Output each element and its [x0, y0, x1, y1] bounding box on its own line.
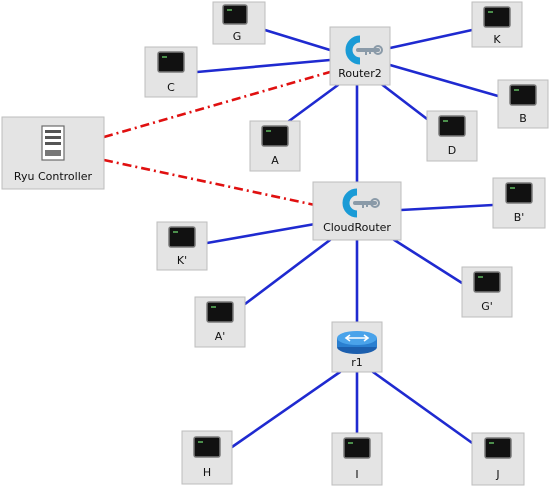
link-r1-j	[371, 370, 484, 452]
host-label: G'	[481, 300, 493, 313]
host-label: C	[167, 81, 175, 94]
terminal-host-icon	[157, 51, 185, 73]
host-g[interactable]: G	[212, 1, 266, 45]
terminal-host-icon	[473, 271, 501, 293]
link-router2-g	[263, 28, 332, 52]
link-router2-d	[378, 81, 433, 124]
host-j[interactable]: J	[471, 432, 525, 486]
host-label: G	[233, 30, 242, 43]
terminal-host-icon	[222, 4, 248, 25]
host-g-prime[interactable]: G'	[461, 266, 513, 318]
link-router2-c	[195, 58, 332, 74]
router-r1[interactable]: r1	[331, 321, 383, 373]
link-router2-k	[388, 28, 474, 50]
terminal-host-icon	[261, 125, 289, 147]
terminal-host-icon	[168, 226, 196, 248]
host-label: A	[271, 154, 279, 167]
host-label: J	[495, 468, 499, 481]
host-a-prime[interactable]: A'	[194, 296, 246, 348]
controller-link-router2	[103, 70, 331, 139]
links	[103, 28, 500, 452]
openflow-switch-icon	[345, 35, 383, 65]
router-label: r1	[351, 356, 363, 369]
controller-link-cloudrouter	[103, 158, 316, 207]
host-h[interactable]: H	[181, 430, 233, 485]
switch-label: CloudRouter	[323, 221, 391, 234]
host-label: I	[355, 468, 358, 481]
terminal-host-icon	[509, 84, 537, 106]
server-icon	[41, 125, 65, 161]
link-cloudrouter-k-prime	[205, 222, 317, 245]
host-k-prime[interactable]: K'	[156, 221, 208, 271]
ryu-controller[interactable]: Ryu Controller	[1, 116, 105, 190]
terminal-host-icon	[483, 6, 511, 28]
link-r1-h	[230, 370, 342, 449]
host-label: D	[448, 144, 456, 157]
switch-label: Router2	[338, 67, 381, 80]
host-label: A'	[215, 330, 226, 343]
openflow-switch-icon	[342, 188, 380, 218]
link-cloudrouter-a-prime	[235, 238, 332, 312]
host-label: K	[493, 33, 501, 46]
terminal-host-icon	[438, 115, 466, 137]
terminal-host-icon	[505, 182, 533, 204]
controller-label: Ryu Controller	[14, 170, 93, 183]
host-c[interactable]: C	[144, 46, 198, 98]
terminal-host-icon	[206, 301, 234, 323]
host-k[interactable]: K	[471, 1, 523, 48]
terminal-host-icon	[484, 437, 512, 459]
link-router2-b	[388, 63, 500, 98]
host-a[interactable]: A	[249, 120, 301, 172]
switch-cloudrouter[interactable]: CloudRouter	[312, 181, 402, 241]
host-b[interactable]: B	[497, 79, 549, 129]
link-cloudrouter-b-prime	[399, 203, 495, 212]
host-label: H	[203, 466, 211, 479]
link-router2-a	[283, 83, 340, 126]
terminal-host-icon	[343, 437, 371, 459]
host-b-prime[interactable]: B'	[492, 177, 546, 229]
host-label: B	[519, 112, 527, 125]
router-icon	[337, 331, 377, 354]
switch-router2[interactable]: Router2	[329, 26, 391, 86]
host-d[interactable]: D	[426, 110, 478, 162]
host-label: K'	[177, 254, 187, 267]
link-cloudrouter-g-prime	[386, 234, 464, 285]
terminal-host-icon	[193, 436, 221, 458]
host-label: B'	[514, 211, 525, 224]
host-i[interactable]: I	[331, 432, 383, 486]
